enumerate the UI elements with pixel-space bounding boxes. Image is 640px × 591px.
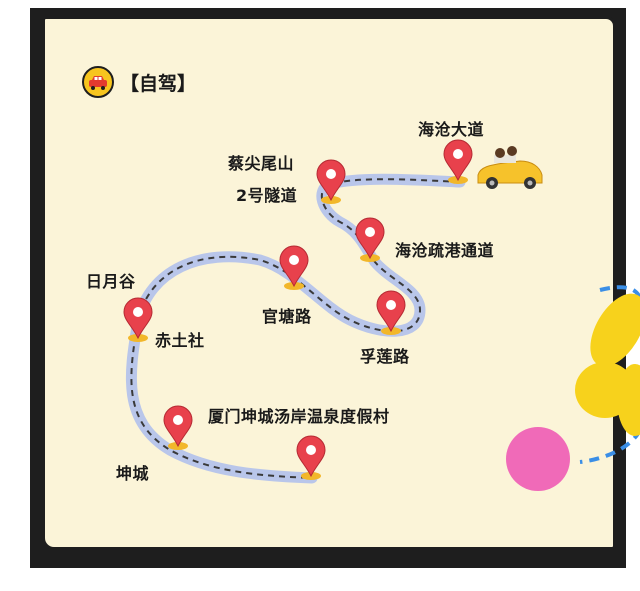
- location-pin-icon: [296, 435, 326, 480]
- label-chitushe: 赤土社: [155, 331, 205, 350]
- location-pin-icon: [123, 297, 153, 342]
- label-riyuegu: 日月谷: [86, 272, 136, 291]
- label-resort: 厦门坤城汤岸温泉度假村: [208, 407, 390, 426]
- location-pin-icon: [443, 139, 473, 184]
- taxi-icon: [82, 66, 114, 98]
- location-pin-icon: [279, 245, 309, 290]
- label-caijianweishan: 蔡尖尾山: [228, 154, 295, 173]
- label-kuncheng: 坤城: [116, 464, 150, 483]
- route-dashes: [130, 178, 461, 479]
- location-pin-icon: [355, 217, 385, 262]
- label-guantang-road: 官塘路: [262, 307, 312, 326]
- label-haicang-avenue: 海沧大道: [418, 120, 485, 139]
- convertible-car-icon: [477, 146, 543, 189]
- location-pin-icon: [376, 290, 406, 335]
- yellow-flower-shape: [575, 293, 640, 436]
- title: 【自驾】: [82, 66, 196, 98]
- label-haicang-port: 海沧疏港通道: [395, 241, 495, 260]
- location-pin-icon: [163, 405, 193, 450]
- location-pin-icon: [316, 159, 346, 204]
- pink-fuzzy-ball: [506, 427, 570, 491]
- label-fulian-road: 孚莲路: [360, 347, 410, 366]
- label-tunnel-2: 2号隧道: [236, 186, 298, 205]
- title-text: 【自驾】: [120, 72, 197, 95]
